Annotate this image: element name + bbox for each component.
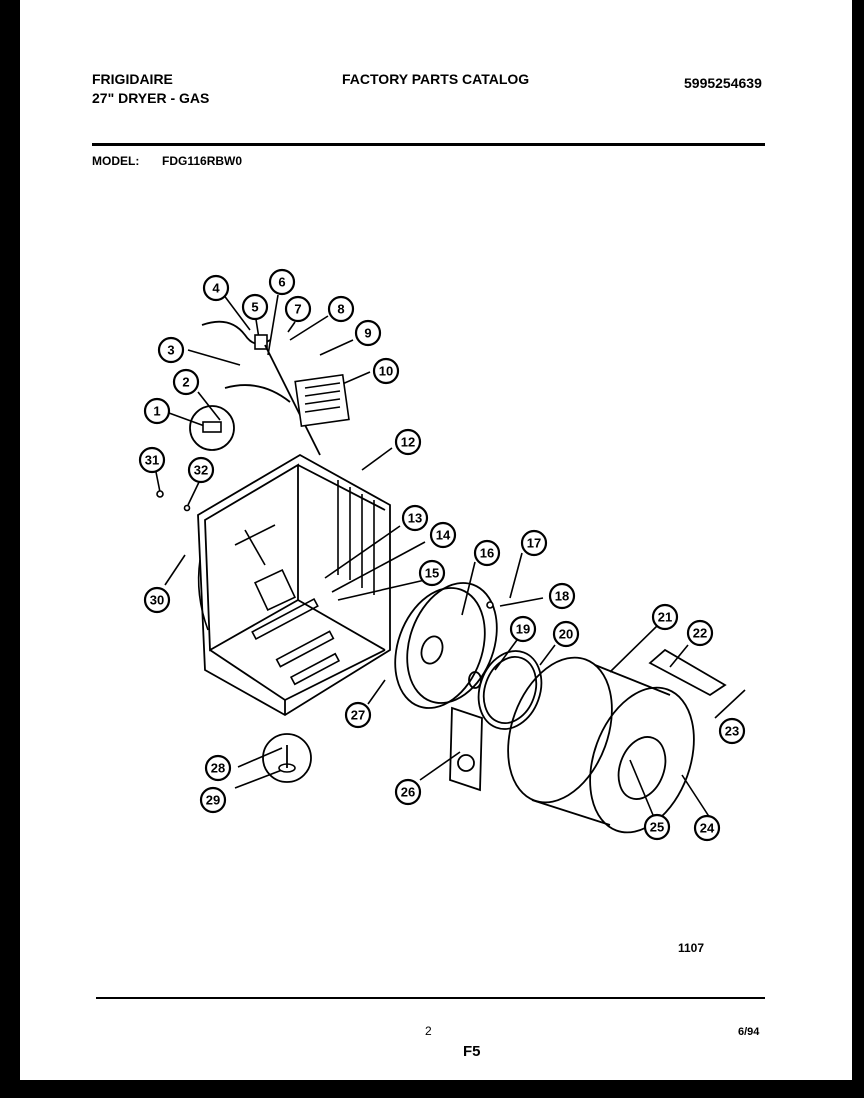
svg-text:4: 4 (212, 281, 220, 296)
svg-text:13: 13 (408, 511, 422, 526)
callout-7: 7 (284, 295, 312, 323)
svg-text:8: 8 (337, 302, 344, 317)
callout-31: 31 (138, 446, 166, 474)
callout-19: 19 (509, 615, 537, 643)
callout-14: 14 (429, 521, 457, 549)
svg-text:31: 31 (145, 453, 159, 468)
callout-6: 6 (268, 268, 296, 296)
callout-30: 30 (143, 586, 171, 614)
svg-text:25: 25 (650, 820, 664, 835)
svg-text:21: 21 (658, 610, 672, 625)
callout-24: 24 (693, 814, 721, 842)
svg-text:30: 30 (150, 593, 164, 608)
callout-8: 8 (327, 295, 355, 323)
callout-23: 23 (718, 717, 746, 745)
revision-date: 6/94 (738, 1026, 760, 1038)
svg-text:16: 16 (480, 546, 494, 561)
exploded-parts-diagram: 1 2 3 4 5 6 7 8 9 10 12 13 14 15 16 17 1… (138, 268, 746, 842)
model-label: MODEL: (92, 154, 140, 168)
callout-5: 5 (241, 293, 269, 321)
model-number: FDG116RBW0 (162, 154, 243, 168)
callout-13: 13 (401, 504, 429, 532)
page-number: 2 (425, 1024, 432, 1038)
callout-28: 28 (204, 754, 232, 782)
svg-text:19: 19 (516, 622, 530, 637)
parts-catalog-page: FRIGIDAIRE 27" DRYER - GAS FACTORY PARTS… (20, 0, 852, 1080)
callout-18: 18 (548, 582, 576, 610)
brand-name: FRIGIDAIRE (92, 71, 173, 87)
svg-text:26: 26 (401, 785, 415, 800)
svg-text:10: 10 (379, 364, 393, 379)
leveling-leg-drawing (262, 733, 312, 783)
svg-text:22: 22 (693, 626, 707, 641)
catalog-number: 5995254639 (684, 75, 762, 91)
svg-text:12: 12 (401, 435, 415, 450)
callout-29: 29 (199, 786, 227, 814)
header-rule (92, 143, 765, 146)
svg-text:20: 20 (559, 627, 573, 642)
seal-and-bracket-drawing (449, 650, 543, 792)
svg-text:1: 1 (153, 404, 160, 419)
svg-text:27: 27 (351, 708, 365, 723)
svg-text:6: 6 (278, 275, 285, 290)
product-name: 27" DRYER - GAS (92, 90, 210, 106)
callout-12: 12 (394, 428, 422, 456)
callout-21: 21 (651, 603, 679, 631)
callout-3: 3 (157, 336, 185, 364)
svg-text:3: 3 (167, 343, 174, 358)
svg-text:5: 5 (251, 300, 258, 315)
callout-27: 27 (344, 701, 372, 729)
svg-text:2: 2 (182, 375, 189, 390)
callout-10: 10 (372, 357, 400, 385)
callout-9: 9 (354, 319, 382, 347)
svg-text:14: 14 (436, 528, 451, 543)
catalog-title: FACTORY PARTS CATALOG (342, 71, 530, 87)
callout-4: 4 (202, 274, 230, 302)
svg-text:17: 17 (527, 536, 541, 551)
callout-16: 16 (473, 539, 501, 567)
callout-25: 25 (643, 813, 671, 841)
svg-text:24: 24 (700, 821, 715, 836)
callout-32: 32 (187, 456, 215, 484)
cabinet-drawing (197, 453, 391, 717)
callout-17: 17 (520, 529, 548, 557)
svg-text:29: 29 (206, 793, 220, 808)
svg-text:23: 23 (725, 724, 739, 739)
bulkhead-drawing (394, 582, 498, 709)
callout-20: 20 (552, 620, 580, 648)
section-code: F5 (463, 1043, 481, 1060)
svg-text:15: 15 (425, 566, 439, 581)
callout-22: 22 (686, 619, 714, 647)
callout-2: 2 (172, 368, 200, 396)
leader-lines (155, 289, 746, 819)
svg-text:28: 28 (211, 761, 225, 776)
callout-26: 26 (394, 778, 422, 806)
drawing-number: 1107 (678, 941, 705, 955)
svg-text:7: 7 (294, 302, 301, 317)
svg-text:9: 9 (364, 326, 371, 341)
svg-text:18: 18 (555, 589, 569, 604)
footer-rule (96, 997, 765, 999)
callout-1: 1 (143, 397, 171, 425)
top-parts-drawing (156, 320, 350, 512)
svg-text:32: 32 (194, 463, 208, 478)
callout-15: 15 (418, 559, 446, 587)
callouts: 1 2 3 4 5 6 7 8 9 10 12 13 14 15 16 17 1… (138, 268, 746, 842)
drum-drawing (507, 648, 727, 834)
